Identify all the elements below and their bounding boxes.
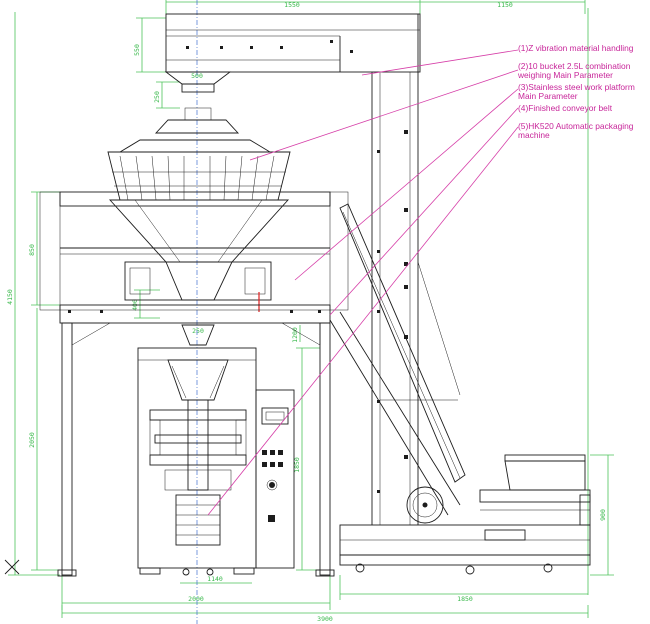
dim-top-right-width: 1150 — [497, 1, 513, 9]
callout-packaging-machine: (5)HK520 Automatic packaging machine — [518, 121, 634, 140]
dimension-lines — [8, 0, 614, 618]
packaging-machine — [137, 324, 295, 576]
dim-hopper-width: 500 — [191, 72, 203, 80]
dim-hopper-height: 250 — [153, 91, 161, 103]
callout-finished-conveyor: (4)Finished conveyor belt — [518, 103, 613, 113]
dim-overall-height: 4150 — [6, 289, 14, 305]
dim-conveyor-length: 1850 — [457, 595, 473, 603]
dim-platform-height: 2050 — [28, 432, 36, 448]
combination-weigher — [107, 107, 291, 312]
callout-z-vibration-handling: (1)Z vibration material handling — [518, 43, 634, 53]
dim-cabinet-height: 1850 — [293, 457, 301, 473]
dim-discharge-width: 250 — [192, 327, 204, 335]
work-platform — [39, 191, 349, 577]
dim-conveyor-height: 900 — [599, 509, 607, 521]
callout-work-platform: (3)Stainless steel work platform Main Pa… — [518, 82, 635, 101]
callout-combination-weigher: (2)10 bucket 2.5L combination weighing M… — [518, 61, 631, 80]
dim-chute-height: 1200 — [291, 327, 299, 343]
dim-platform-width: 2000 — [188, 595, 204, 603]
finished-conveyor — [479, 454, 591, 526]
leader-lines — [207, 49, 519, 516]
dim-overall-length: 3900 — [317, 615, 333, 623]
z-elevator — [164, 13, 591, 575]
dim-packer-base-width: 1140 — [207, 575, 223, 583]
dim-weigher-height: 850 — [28, 244, 36, 256]
dim-top-left-width: 1550 — [284, 1, 300, 9]
dim-elevator-head-height: 550 — [133, 44, 141, 56]
origin-cross-mark — [4, 559, 20, 575]
